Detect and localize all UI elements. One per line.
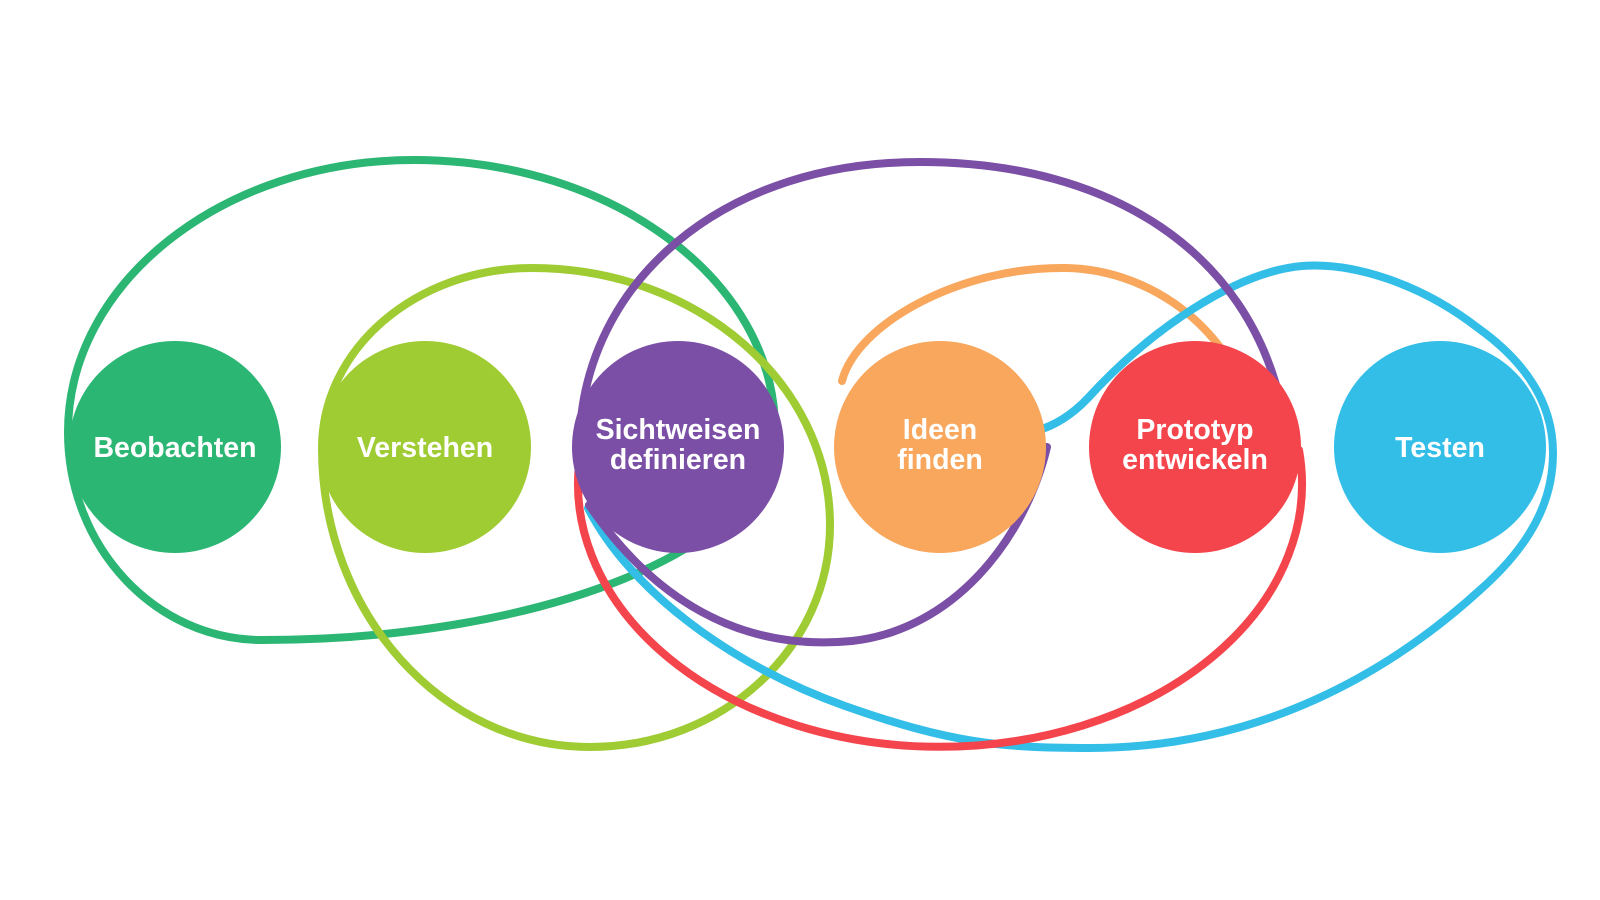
stage-circle-sichtweisen-definieren (572, 341, 784, 553)
stage-verstehen: Verstehen (319, 341, 531, 553)
stage-circle-ideen-finden (834, 341, 1046, 553)
stage-circle-prototyp-entwickeln (1089, 341, 1301, 553)
stage-label-beobachten: Beobachten (93, 432, 256, 464)
loop-cyan (584, 261, 1558, 753)
loop-red (574, 446, 1306, 751)
stage-label-line: Sichtweisen (596, 414, 761, 446)
stage-label-line: finden (897, 444, 983, 476)
loop-lime (317, 263, 835, 752)
stage-label-line: Prototyp (1136, 414, 1253, 446)
stage-circle-verstehen (319, 341, 531, 553)
stage-label-line: definieren (610, 444, 746, 476)
stage-label-line: Testen (1395, 432, 1485, 464)
stage-beobachten: Beobachten (69, 341, 281, 553)
stage-testen: Testen (1334, 341, 1546, 553)
stage-circle-testen (1334, 341, 1546, 553)
stage-label-line: Verstehen (357, 432, 493, 464)
stage-label-line: entwickeln (1122, 444, 1268, 476)
stage-label-line: Ideen (903, 414, 977, 446)
loop-orange (838, 263, 1253, 403)
loop-purple-main (575, 157, 1285, 466)
stage-label-line: Beobachten (93, 432, 256, 464)
stage-label-testen: Testen (1395, 432, 1485, 464)
loop-purple-return (585, 443, 1051, 647)
stage-label-verstehen: Verstehen (357, 432, 493, 464)
stage-circle-beobachten (69, 341, 281, 553)
